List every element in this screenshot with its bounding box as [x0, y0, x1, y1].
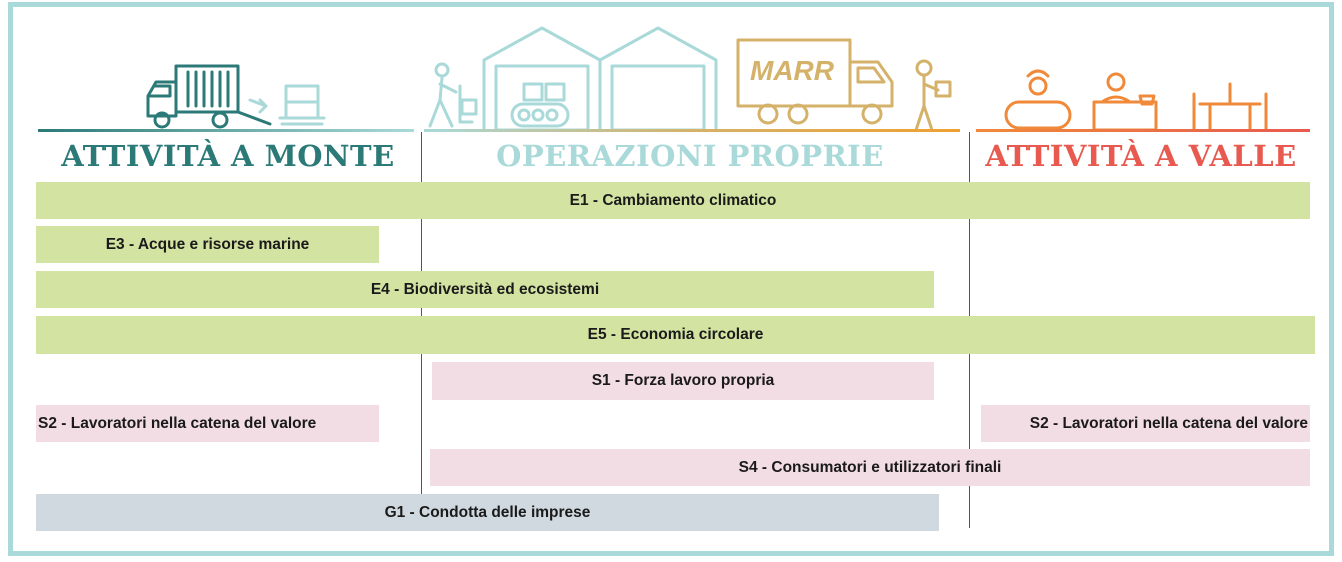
bar-g1: G1 - Condotta delle imprese	[36, 494, 939, 531]
bar-s2-downstream: S2 - Lavoratori nella catena del valore	[981, 405, 1310, 442]
food-service-icon	[990, 64, 1280, 132]
bar-e1: E1 - Cambiamento climatico	[36, 182, 1310, 219]
upstream-rule	[38, 129, 414, 132]
bar-s4: S4 - Consumatori e utilizzatori finali	[430, 449, 1310, 486]
warehouse-icon	[420, 26, 720, 134]
bar-s2-upstream: S2 - Lavoratori nella catena del valore	[36, 405, 379, 442]
bar-e4: E4 - Biodiversità ed ecosistemi	[36, 271, 934, 308]
heading-upstream: ATTIVITÀ A MONTE	[61, 139, 395, 173]
marr-truck-icon: MARR	[732, 36, 962, 132]
bar-e3: E3 - Acque e risorse marine	[36, 226, 379, 263]
heading-downstream: ATTIVITÀ A VALLE	[985, 139, 1297, 173]
bar-e5: E5 - Economia circolare	[36, 316, 1315, 354]
marr-logo: MARR	[750, 55, 835, 86]
own-operations-rule	[424, 129, 960, 132]
heading-own-operations: OPERAZIONI PROPRIE	[496, 139, 884, 173]
bar-s1: S1 - Forza lavoro propria	[432, 362, 934, 400]
delivery-truck-icon	[140, 60, 330, 132]
downstream-rule	[976, 129, 1310, 132]
